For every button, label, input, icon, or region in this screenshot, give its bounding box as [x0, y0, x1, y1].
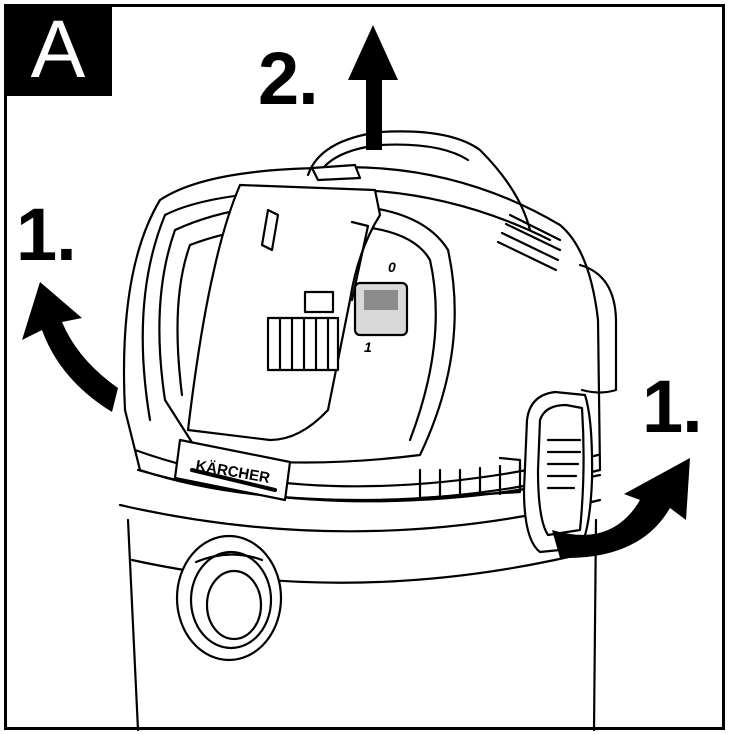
vent-grille [496, 213, 562, 272]
lift-arrow [348, 25, 398, 150]
step-label-left: 1. [16, 193, 77, 276]
switch-off-label: 0 [388, 259, 396, 275]
left-rotate-arrow [22, 282, 118, 412]
step-label-lift: 2. [258, 37, 319, 120]
handle-latch [310, 163, 362, 182]
carry-handle [306, 130, 532, 232]
step-label-right: 1. [642, 365, 703, 448]
battery-slot [186, 183, 382, 442]
switch-on-label: 1 [364, 339, 372, 355]
panel-label: A [4, 4, 112, 96]
right-rotate-arrow [552, 458, 690, 559]
